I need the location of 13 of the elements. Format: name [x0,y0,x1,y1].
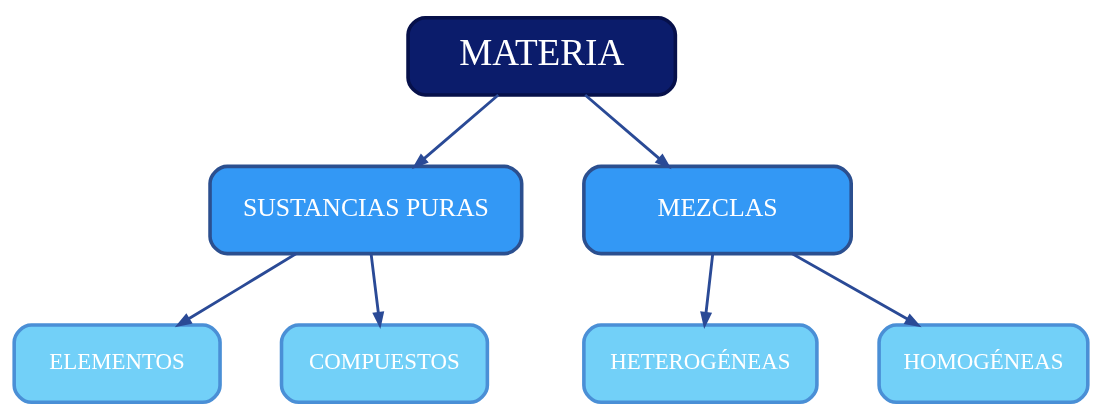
node-box: MEZCLAS [582,164,853,256]
arrow [174,252,297,328]
node-box: HOMOGÉNEAS [877,323,1090,405]
arrow [700,253,715,330]
node-box: COMPUESTOS [279,323,490,405]
node-box: ELEMENTOS [12,323,222,405]
arrow [791,252,922,328]
node-box: SUSTANCIAS PURAS [208,164,524,256]
node-box: MATERIA [406,15,678,97]
arrow [584,93,672,170]
arrow [369,253,385,330]
node-box: HETEROGÉNEAS [582,323,819,405]
arrow [411,93,500,170]
